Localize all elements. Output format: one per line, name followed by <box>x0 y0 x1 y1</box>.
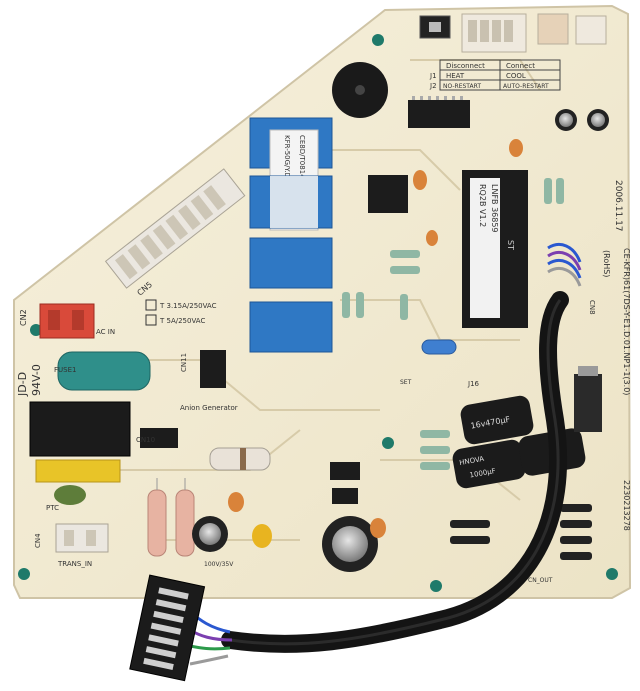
connector-bottom-plug <box>129 574 206 682</box>
cap-value-3: 100V/35V <box>204 561 234 568</box>
relay-4 <box>249 301 333 353</box>
label-anion: Anion Generator <box>180 404 238 412</box>
chip-label-2: LNFB 36859 <box>490 184 499 233</box>
label-j2: J2 <box>429 82 437 90</box>
resistor-bank <box>342 178 564 470</box>
label-jd: JD-D <box>16 372 29 397</box>
label-cool: COOL <box>506 72 526 80</box>
ic-top <box>408 100 470 128</box>
caps-top-right <box>555 109 609 131</box>
label-connect: Connect <box>506 62 535 70</box>
chip-brand: ST <box>506 240 515 250</box>
connector-cn4 <box>55 523 109 553</box>
top-connector-small-2 <box>575 15 607 45</box>
wire-bundle-top <box>547 243 582 287</box>
small-ic-1 <box>330 462 360 480</box>
capacitor-big-2 <box>452 439 526 489</box>
orange-caps <box>228 139 523 548</box>
ic-8pin <box>368 175 408 213</box>
label-ptc: PTC <box>46 504 59 512</box>
chip-label-1: RQ2B V1.2 <box>478 184 487 227</box>
capacitor-green <box>54 485 86 505</box>
resistor-pink-2 <box>175 489 195 557</box>
transformer-block <box>29 401 131 457</box>
mounting-holes <box>18 34 618 592</box>
chip-sticker <box>470 178 500 318</box>
label-fuse: FUSE1 <box>54 366 76 374</box>
label-cn4: CN4 <box>34 533 42 548</box>
label-ac-in: AC IN <box>96 328 115 336</box>
label-cn10: CN10 <box>136 436 155 444</box>
label-serial: 2230213278 <box>622 480 631 531</box>
label-date: 2006.11.17 <box>613 180 623 232</box>
label-cn8: CN8 <box>588 300 596 315</box>
voltage-regulator <box>574 374 602 432</box>
label-no-restart: NO-RESTART <box>443 83 481 90</box>
label-cn11: CN11 <box>180 353 188 372</box>
relay-sticker-text-2: CE8D/T081410007 <box>298 135 306 201</box>
anion-relay <box>200 350 226 388</box>
label-94v0: 94V-0 <box>30 364 43 396</box>
jumper-table: Disconnect Connect HEAT COOL NO-RESTART … <box>429 59 561 91</box>
label-version: CE-KFR)61(7DS-Y-E1.D.01.NP1-1(3.0) <box>622 248 631 395</box>
relay-3 <box>249 237 333 289</box>
capacitor-big-1 <box>460 395 534 445</box>
label-j16: J16 <box>467 380 480 388</box>
label-set: SET <box>400 379 412 386</box>
relay-sticker-text-1: KFR-50G/Y.D.E1 <box>283 135 291 189</box>
label-heat: HEAT <box>446 72 465 80</box>
label-trans-in: TRANS_IN <box>57 560 92 568</box>
label-cn2: CN2 <box>19 309 28 326</box>
label-rohs: (RoHS) <box>602 250 611 277</box>
top-connector-small-1 <box>537 13 569 45</box>
small-ic-2 <box>332 488 358 504</box>
fuse-ratings: T 3.15A/250VAC T 5A/250VAC <box>145 299 217 326</box>
resistor-pink-1 <box>147 489 167 557</box>
fuse-rating-1: T 3.15A/250VAC <box>159 302 217 310</box>
diodes <box>450 504 592 560</box>
label-cn-out: CN_OUT <box>528 577 553 584</box>
label-auto-restart: AUTO-RESTART <box>503 83 549 90</box>
fuse-rating-2: T 5A/250VAC <box>159 317 205 325</box>
connector-cn5 <box>104 168 246 289</box>
capacitor-yellow <box>35 459 121 483</box>
crystal <box>421 339 457 355</box>
label-j1: J1 <box>429 72 437 80</box>
label-disconnect: Disconnect <box>446 62 485 70</box>
capacitor-teal <box>57 351 151 391</box>
